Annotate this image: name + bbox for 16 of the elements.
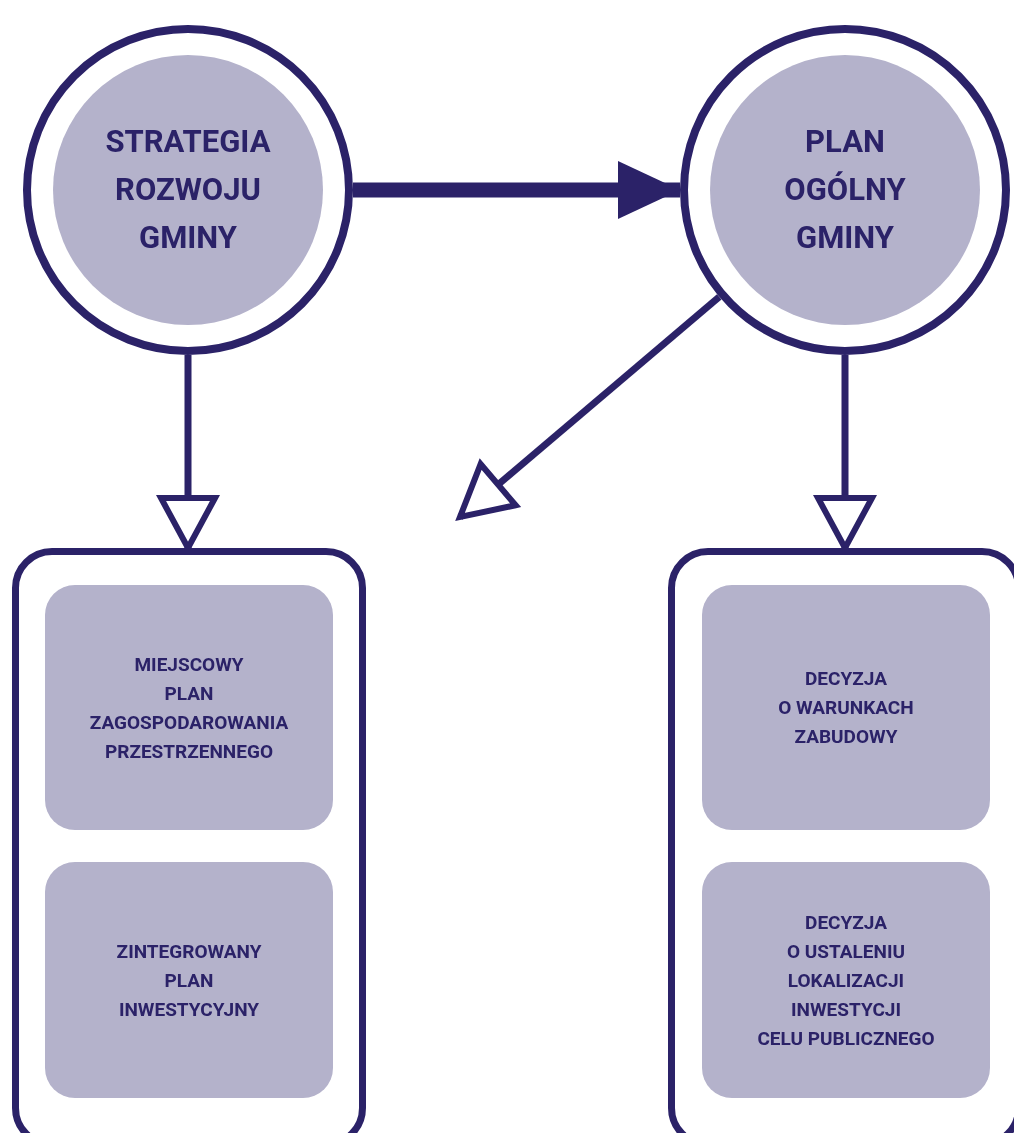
node-label: STRATEGIA ROZWOJU GMINY: [105, 122, 271, 258]
node-label: ZINTEGROWANY PLAN INWESTYCYJNY: [116, 938, 262, 1023]
node-label: DECYZJA O WARUNKACH ZABUDOWY: [778, 666, 914, 750]
rounded-box: [45, 862, 333, 1098]
rounded-box: [702, 585, 990, 830]
arrow: [158, 355, 218, 551]
rounded-box: [45, 585, 333, 830]
arrow: [815, 355, 875, 551]
group-container: [668, 548, 1014, 1133]
node-label: PLAN OGÓLNY GMINY: [784, 122, 906, 258]
arrow: [457, 294, 722, 520]
node-label: DECYZJA O USTALENIU LOKALIZACJI INWESTYCJI CELU PUBLICZNEGO: [757, 909, 935, 1052]
group-container: [12, 548, 366, 1133]
rounded-box: [702, 862, 990, 1098]
node-label: MIEJSCOWY PLAN ZAGOSPODAROWANIA PRZESTRZENNEGO: [89, 651, 289, 765]
arrow: [353, 161, 680, 219]
